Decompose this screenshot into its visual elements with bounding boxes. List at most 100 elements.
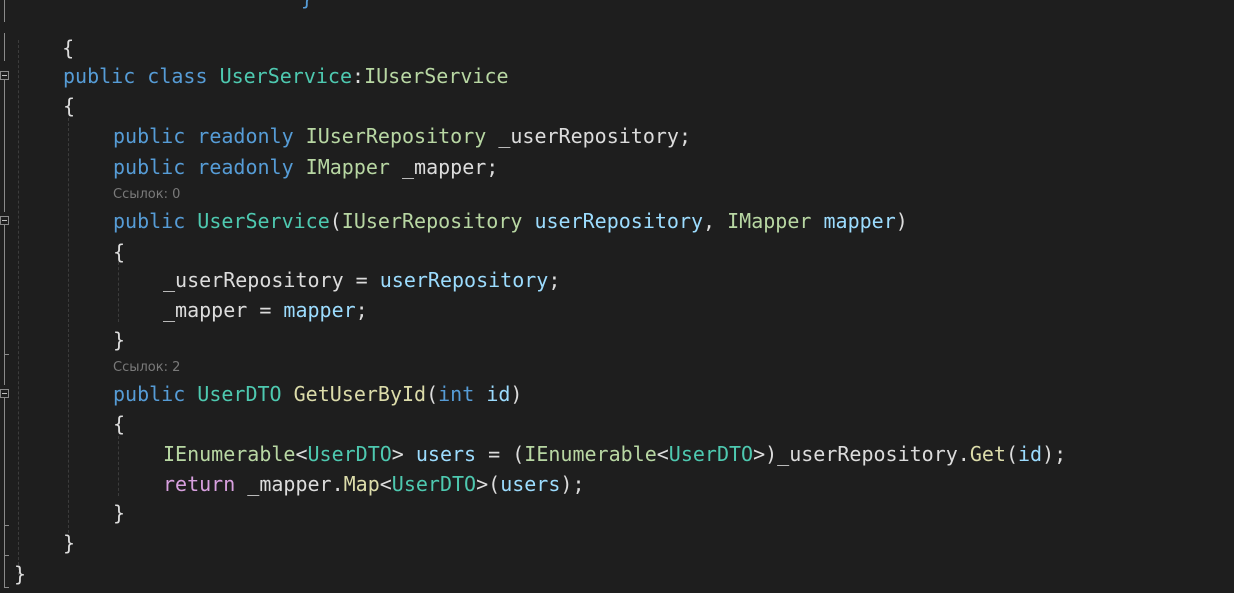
codelens-references[interactable]: Ссылок: 2 xyxy=(113,360,181,375)
punct: ); xyxy=(1042,442,1067,466)
keyword: readonly xyxy=(197,155,294,179)
brace: } xyxy=(63,531,76,555)
indent-guide xyxy=(118,436,119,496)
ctor-name: UserService xyxy=(197,209,330,233)
local-name: users xyxy=(415,442,477,466)
type-name: IUserRepository xyxy=(305,124,487,148)
punct: < xyxy=(379,472,392,496)
collapse-method-icon[interactable] xyxy=(0,389,9,398)
punct: ) xyxy=(895,209,908,233)
brace: { xyxy=(113,412,126,436)
indent-guide xyxy=(18,40,19,575)
outline-bar xyxy=(4,225,5,385)
param-name: mapper xyxy=(823,209,896,233)
keyword: public xyxy=(113,382,186,406)
cut-off-line: } xyxy=(60,0,313,10)
outline-tick xyxy=(4,555,9,556)
punct: ( xyxy=(1005,442,1018,466)
code-line: { xyxy=(14,12,74,60)
local-name: users xyxy=(500,472,561,496)
brace: { xyxy=(62,36,75,60)
punct: ; xyxy=(355,298,368,322)
class-name: UserService xyxy=(219,64,353,88)
type-name: UserDTO xyxy=(668,442,754,466)
brace: { xyxy=(113,240,126,264)
param-name: id xyxy=(1018,442,1043,466)
type-name: IMapper xyxy=(305,155,390,179)
code-line: } xyxy=(63,531,75,555)
keyword: return xyxy=(163,472,236,496)
collapse-ctor-icon[interactable] xyxy=(0,216,9,225)
outline-bar xyxy=(4,33,5,61)
type-name: UserDTO xyxy=(197,382,282,406)
code-line: public readonly IMapper _mapper; xyxy=(113,155,498,179)
code-line: { xyxy=(63,94,75,118)
code-line: public readonly IUserRepository _userRep… xyxy=(113,124,691,148)
method-name: Get xyxy=(969,442,1006,466)
outline-tick xyxy=(4,354,9,355)
param-name: userRepository xyxy=(534,209,704,233)
code-line: } xyxy=(14,562,26,586)
code-line: return _mapper.Map<UserDTO>(users); xyxy=(163,472,585,496)
brace: } xyxy=(113,328,126,352)
keyword: class xyxy=(147,64,208,88)
code-line: _mapper = mapper; xyxy=(163,298,368,322)
code-line: IEnumerable<UserDTO> users = (IEnumerabl… xyxy=(163,442,1066,466)
type-name: UserDTO xyxy=(391,472,477,496)
punct: < xyxy=(656,442,669,466)
codelens-references[interactable]: Ссылок: 0 xyxy=(113,187,181,202)
interface-name: IUserService xyxy=(364,64,509,88)
keyword: public xyxy=(63,64,136,88)
assign-lhs: _userRepository = xyxy=(163,268,380,292)
method-name: Map xyxy=(343,472,380,496)
param-name: userRepository xyxy=(379,268,549,292)
method-name: GetUserById xyxy=(293,382,427,406)
code-line: { xyxy=(113,240,125,264)
code-line: } xyxy=(113,501,125,525)
type-name: IEnumerable xyxy=(163,442,296,466)
code-line: { xyxy=(113,412,125,436)
brace: { xyxy=(63,94,76,118)
type-name: UserDTO xyxy=(307,442,392,466)
field-name: _userRepository; xyxy=(498,124,691,148)
punct: < xyxy=(295,442,308,466)
keyword: public xyxy=(113,209,186,233)
punct: : xyxy=(352,64,365,88)
punct: ( xyxy=(426,382,439,406)
punct: > xyxy=(391,442,404,466)
cut-off-text: } xyxy=(60,0,313,10)
keyword: int xyxy=(438,382,475,406)
member-access: _mapper. xyxy=(247,472,344,496)
indent-guide xyxy=(68,118,69,538)
indent-guide xyxy=(118,262,119,322)
param-name: mapper xyxy=(283,298,356,322)
punct: ( xyxy=(329,209,342,233)
brace: } xyxy=(113,501,126,525)
code-line: public UserService(IUserRepository userR… xyxy=(113,209,908,233)
collapse-class-icon[interactable] xyxy=(0,71,9,80)
field-name: _mapper; xyxy=(402,155,499,179)
code-line: _userRepository = userRepository; xyxy=(163,268,560,292)
outline-bar xyxy=(4,398,5,588)
keyword: public xyxy=(113,155,186,179)
punct: ); xyxy=(560,472,585,496)
param-name: id xyxy=(486,382,511,406)
code-line: } xyxy=(113,328,125,352)
brace: } xyxy=(14,562,27,586)
outline-tick xyxy=(4,587,9,588)
punct: ) xyxy=(510,382,523,406)
outline-bar xyxy=(4,0,5,22)
punct: >( xyxy=(476,472,501,496)
punct: >)_userRepository. xyxy=(753,442,970,466)
code-line: public class UserService:IUserService xyxy=(63,64,509,88)
keyword: readonly xyxy=(197,124,294,148)
keyword: public xyxy=(113,124,186,148)
code-line: public UserDTO GetUserById(int id) xyxy=(113,382,522,406)
type-name: IMapper xyxy=(727,209,812,233)
punct: = ( xyxy=(476,442,525,466)
assign-lhs: _mapper = xyxy=(163,298,284,322)
type-name: IEnumerable xyxy=(524,442,657,466)
type-name: IUserRepository xyxy=(341,209,523,233)
punct: ; xyxy=(548,268,561,292)
